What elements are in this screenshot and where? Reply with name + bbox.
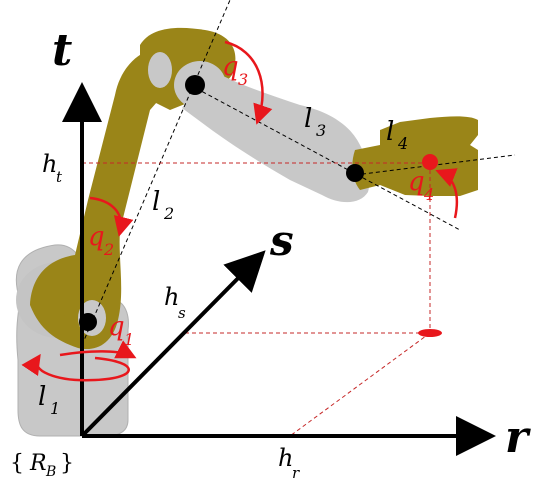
q2-label: q [88,222,105,252]
projection-lines [82,162,431,437]
q1-sub: 1 [124,330,134,349]
hs-sub: s [178,304,186,322]
l4-sub: 4 [397,134,408,153]
frame-open-brace: { [10,451,24,476]
l2-label: l [152,187,160,217]
joint-labels: q 1 q 2 q 3 q 4 [88,52,434,349]
rotation-arrows [21,40,459,382]
s-axis-label: s [269,216,294,265]
frame-main: R [29,451,47,476]
l4-label: l [386,117,394,147]
coordinate-axes [62,82,496,456]
l1-label: l [38,382,46,412]
link-2-body [30,50,185,350]
ht-sub: t [56,168,63,186]
q4-label: q [408,167,425,197]
joint-points [79,75,442,337]
joint-3-dot [185,75,205,95]
l3-sub: 3 [316,121,326,140]
hr-label: h [278,444,293,472]
link-labels: l 1 l 2 l 3 l 4 [38,104,408,418]
q2-sub: 2 [103,240,114,259]
l1-sub: 1 [50,399,60,418]
l3-label: l [304,104,312,134]
joint-1-dot [79,313,97,331]
q3-sub: 3 [238,70,248,89]
height-labels: h t h s h r [42,150,300,482]
link-3-body [182,72,370,203]
frame-close-brace: } [60,451,74,476]
t-axis-label: t [52,25,72,76]
q3-label: q [222,52,239,82]
q1-label: q [108,312,125,342]
q2-rotation-arrow [89,196,134,237]
q4-rotation-arrow [435,168,459,219]
elbow-inner [148,52,172,88]
joint-4-dot [346,164,364,182]
ht-label: h [42,150,57,178]
hr-sub: r [292,464,300,482]
link-3 [182,72,370,203]
link-3-axis [189,84,461,231]
diagonal-proj [289,332,431,437]
r-axis-label: r [505,412,531,463]
tool-point [422,154,438,170]
q3-rotation-arrow [224,40,273,125]
frame-sub: B [45,464,56,480]
tool-projection [418,329,442,337]
hs-label: h [164,283,179,311]
s-axis [80,250,266,438]
q1-rotation-arrow-b [59,340,137,359]
l2-sub: 2 [163,204,174,223]
base-frame-label: { R B } [10,451,74,480]
q4-sub: 4 [423,185,434,204]
q1-rotation-arrow [21,353,130,382]
